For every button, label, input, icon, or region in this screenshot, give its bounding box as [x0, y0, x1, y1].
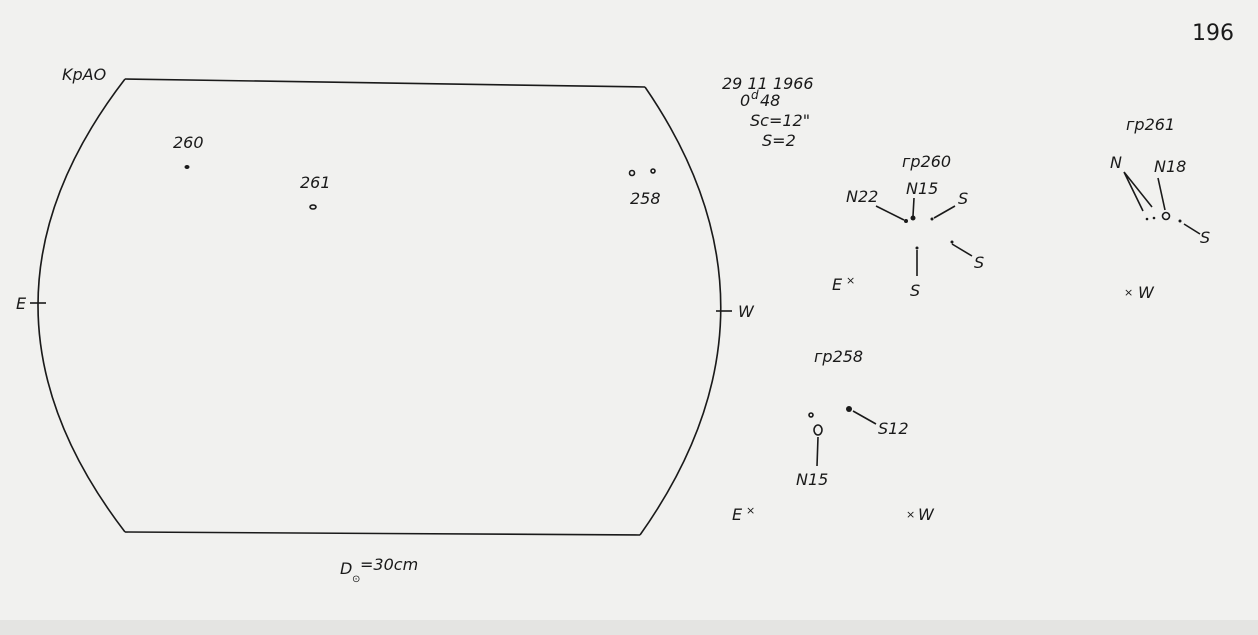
svg-text:N22: N22: [846, 187, 878, 206]
svg-text:N15: N15: [906, 179, 938, 198]
spot-258b: [650, 168, 656, 174]
svg-text:W: W: [918, 505, 935, 524]
disc-group-258-label: 258: [630, 189, 661, 208]
svg-text:⊙: ⊙: [352, 574, 360, 585]
svg-text:×: ×: [1124, 286, 1133, 299]
disc-group-261-label: 261: [300, 173, 331, 192]
svg-text:W: W: [1138, 283, 1155, 302]
scale-value: Sc=12": [750, 111, 810, 130]
svg-text:N15: N15: [796, 470, 828, 489]
group-260-title: гр260: [902, 152, 951, 171]
svg-text:48: 48: [760, 91, 780, 110]
svg-text:d: d: [751, 88, 759, 102]
svg-text:S: S: [974, 253, 984, 272]
svg-text:×: ×: [846, 274, 855, 287]
disc-group-260-label: 260: [173, 133, 204, 152]
group-261-sketch: гр261 N N18 S × W: [1110, 115, 1210, 302]
svg-text:E: E: [732, 505, 743, 524]
seeing-value: S=2: [762, 131, 796, 150]
svg-text:S: S: [1200, 228, 1210, 247]
svg-text:×: ×: [906, 508, 915, 521]
spot-258a: [628, 169, 636, 177]
svg-text:S: S: [958, 189, 968, 208]
paper-edge: [0, 620, 1258, 635]
svg-text:×: ×: [746, 504, 755, 517]
group-261-title: гр261: [1126, 115, 1175, 134]
svg-text:S12: S12: [878, 419, 909, 438]
observation-date: 29 11 1966: [722, 74, 814, 93]
spot-260: [184, 165, 190, 169]
svg-text:N: N: [1110, 153, 1122, 172]
group-258-sketch: гр258 S12 N15 E × × W: [732, 347, 935, 524]
disc-east-limb: [37, 78, 126, 533]
svg-text:=30cm: =30cm: [360, 555, 418, 574]
observatory-label: KpAO: [62, 65, 106, 84]
group-260-sketch: гр260 N22 N15 S S S E ×: [832, 152, 984, 300]
spot-261: [309, 204, 317, 210]
observation-time: 0 d 48: [740, 88, 780, 110]
disc-bottom-edge: [124, 531, 641, 536]
svg-text:D: D: [340, 559, 352, 578]
svg-text:E: E: [832, 275, 843, 294]
page-number: 196: [1192, 21, 1234, 46]
solar-disc-outline: [30, 78, 732, 536]
svg-text:S: S: [910, 281, 920, 300]
group-258-title: гр258: [814, 347, 863, 366]
disc-west-label: W: [738, 302, 755, 321]
diameter-label: D ⊙ =30cm: [340, 555, 418, 585]
svg-text:0: 0: [740, 91, 750, 110]
svg-text:N18: N18: [1154, 157, 1186, 176]
disc-top-edge: [124, 78, 646, 88]
disc-east-label: E: [16, 294, 27, 313]
